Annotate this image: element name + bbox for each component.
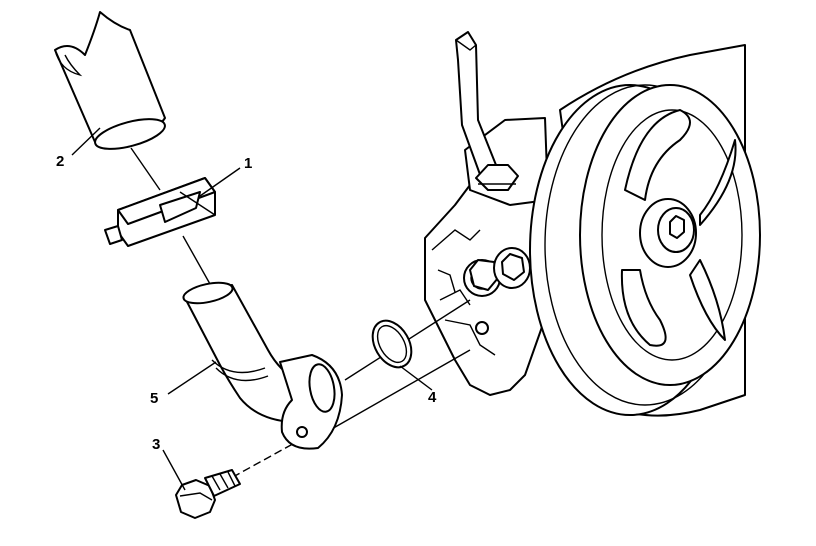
pump-assembly	[424, 31, 761, 417]
callout-leaders	[71, 127, 433, 491]
hose-part-2	[54, 11, 166, 150]
callout-5: 5	[150, 390, 158, 407]
bolt-part-3	[175, 469, 241, 519]
callout-3: 3	[152, 436, 160, 453]
pipe-part-5	[182, 281, 343, 450]
callout-2: 2	[56, 153, 64, 170]
clamp-part-1	[104, 177, 216, 247]
callout-4: 4	[428, 389, 437, 406]
o-ring-part-4	[371, 319, 413, 369]
callout-1: 1	[244, 155, 252, 172]
